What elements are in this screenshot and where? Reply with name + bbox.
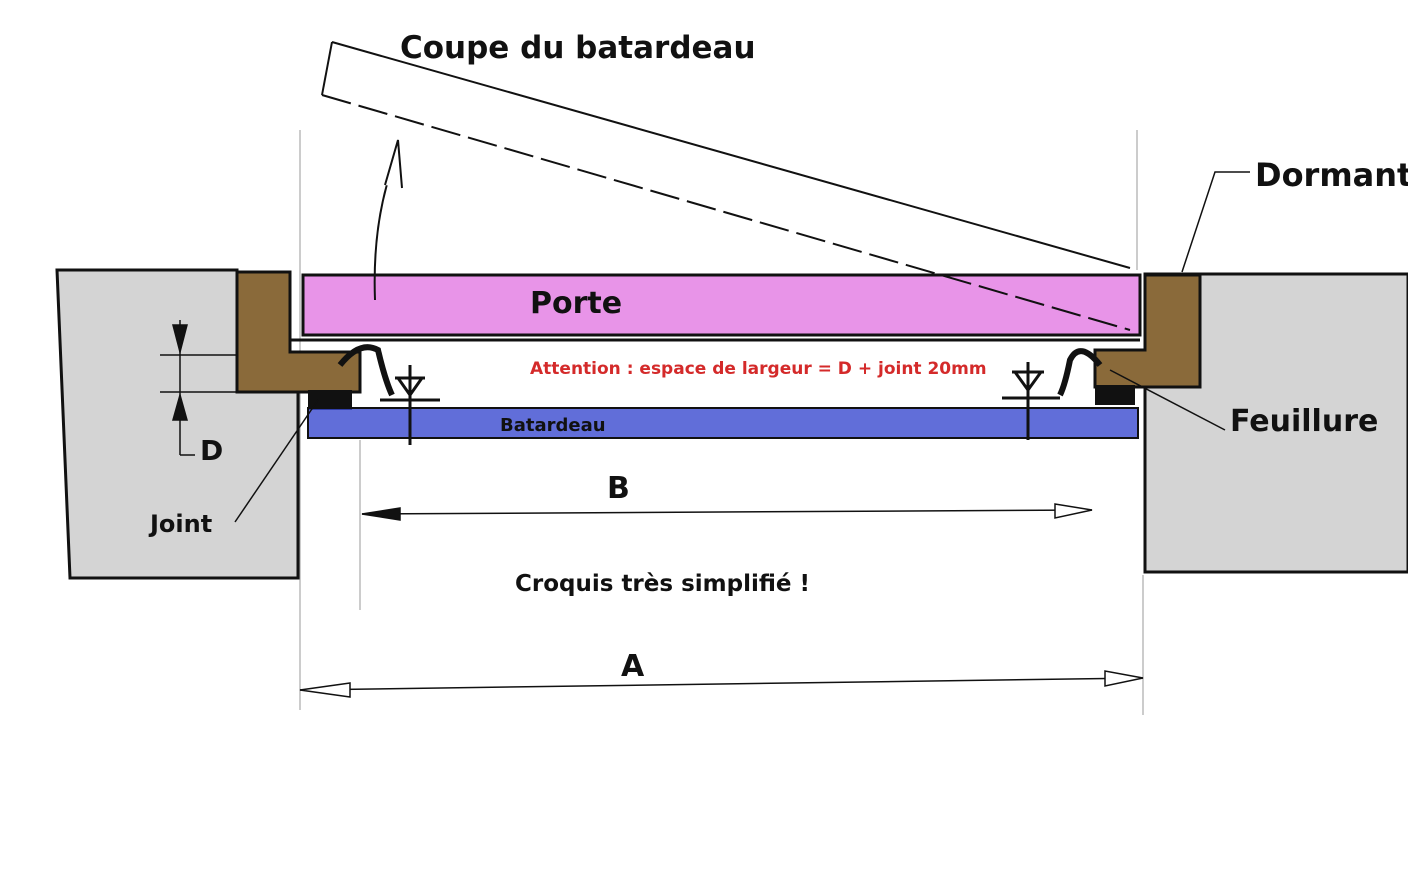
label-b: B: [607, 471, 630, 506]
label-d: D: [200, 434, 223, 467]
dimension-a: [299, 670, 1144, 698]
construction-lines: [299, 130, 1144, 715]
left-seal-joint: [308, 390, 352, 410]
batardeau-panel: [307, 407, 1139, 439]
label-porte: Porte: [530, 286, 622, 321]
right-wall: [1143, 272, 1408, 574]
label-batardeau: Batardeau: [500, 415, 606, 436]
right-clamp: [1057, 348, 1103, 397]
label-dormant: Dormant: [1255, 156, 1408, 194]
note-simplified-sketch: Croquis très simplifié !: [515, 571, 810, 597]
dimension-b: [361, 503, 1093, 521]
door-swing-lines: [321, 41, 1131, 331]
label-feuillure: Feuillure: [1230, 404, 1378, 439]
label-joint: Joint: [148, 510, 212, 538]
diagram-title: Coupe du batardeau: [400, 30, 756, 66]
right-seal-joint: [1095, 385, 1135, 405]
right-fastener-icon: [1002, 362, 1060, 440]
warning-text: Attention : espace de largeur = D + join…: [530, 359, 987, 379]
leader-lines: [160, 171, 1250, 523]
left-fastener-icon: [380, 365, 440, 445]
door-porte: [301, 273, 1142, 337]
label-a: A: [621, 649, 645, 684]
left-clamp: [337, 344, 395, 397]
